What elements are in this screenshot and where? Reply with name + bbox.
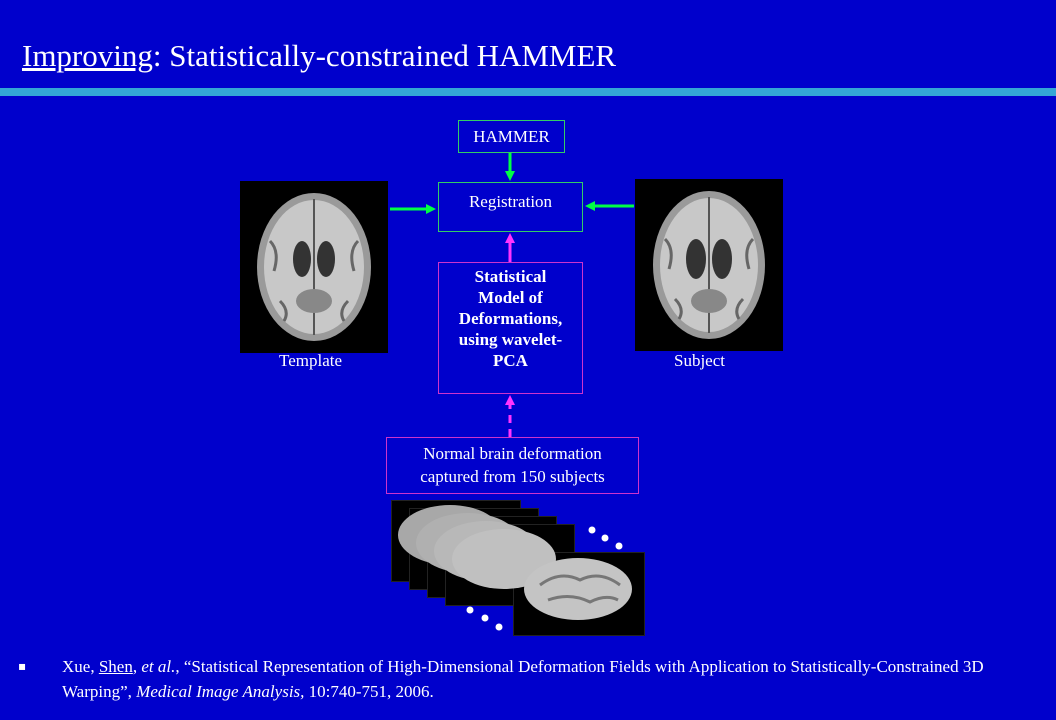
ref-journal: Medical Image Analysis,: [136, 682, 305, 701]
reference-citation: ▪ Xue, Shen, et al., “Statistical Repres…: [18, 654, 1038, 704]
statistical-line: Deformations,: [458, 309, 563, 328]
title-underlined: Improving: [22, 38, 153, 73]
ref-title: , “Statistical Representation of High-Di…: [62, 657, 984, 701]
title-rule: [0, 88, 1056, 96]
bullet-icon: ▪: [18, 659, 27, 673]
ref-volume: 10:740-751, 2006.: [304, 682, 434, 701]
normal-deformation-box: Normal brain deformation captured from 1…: [386, 437, 639, 494]
ellipsis-dots-lower: [466, 606, 503, 631]
title-rest: : Statistically-constrained HAMMER: [152, 38, 617, 73]
normal-line: Normal brain deformation: [423, 444, 602, 463]
reference-text: Xue, Shen, et al., “Statistical Represen…: [62, 654, 1038, 704]
template-caption: Template: [279, 351, 343, 370]
statistical-line: using wavelet-: [458, 330, 563, 349]
subject-caption: Subject: [674, 351, 725, 370]
statistical-line: Model of: [478, 288, 543, 307]
subject-brain-icon: [653, 191, 765, 339]
ref-sep: ,: [132, 657, 142, 676]
hammer-box: HAMMER: [458, 120, 565, 153]
normal-line: captured from 150 subjects: [420, 467, 605, 486]
statistical-line: PCA: [493, 351, 528, 370]
template-brain-image: [240, 181, 388, 353]
statistical-line: Statistical: [474, 267, 547, 286]
registration-box: Registration: [438, 182, 583, 232]
ref-author2: Shen: [98, 657, 133, 676]
ref-author1: Xue,: [62, 657, 99, 676]
ellipsis-dots-upper: [588, 526, 623, 550]
statistical-model-box: Statistical Model of Deformations, using…: [438, 262, 583, 394]
subject-brain-image: [635, 179, 783, 351]
template-brain-icon: [257, 193, 371, 341]
slide-title: Improving: Statistically-constrained HAM…: [22, 36, 616, 76]
ref-etal: et al.: [141, 657, 176, 676]
